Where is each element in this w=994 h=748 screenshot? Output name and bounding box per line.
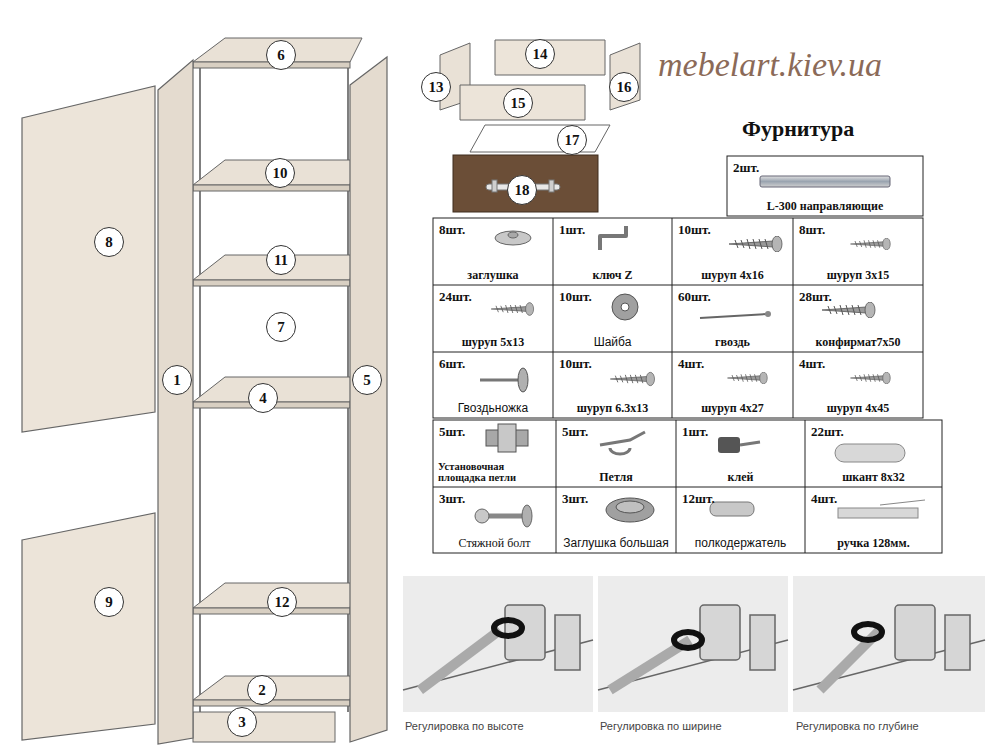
part-name: конфирмат7х50 bbox=[798, 336, 918, 349]
photo-caption: Регулировка по высоте bbox=[405, 720, 524, 732]
part-name: Стяжной болт bbox=[438, 537, 551, 550]
quantity: 10шт. bbox=[678, 222, 711, 238]
quantity: 8шт. bbox=[799, 222, 825, 238]
part-name: шуруп 5х13 bbox=[438, 336, 548, 349]
quantity: 8шт. bbox=[439, 222, 465, 238]
quantity: 4шт. bbox=[799, 356, 825, 372]
quantity: 3шт. bbox=[562, 491, 588, 507]
watermark: mebelart.kiev.ua bbox=[658, 46, 882, 84]
quantity: 60шт. bbox=[678, 289, 711, 305]
part-name: шуруп 4х27 bbox=[677, 402, 788, 415]
quantity: 10шт. bbox=[559, 356, 592, 372]
quantity: 3шт. bbox=[439, 491, 465, 507]
quantity: 4шт. bbox=[678, 356, 704, 372]
quantity: 12шт. bbox=[682, 491, 715, 507]
callout-number: 11 bbox=[266, 245, 296, 275]
callout-number: 4 bbox=[248, 383, 278, 413]
quantity: 10шт. bbox=[559, 289, 592, 305]
callout-number: 5 bbox=[352, 365, 382, 395]
callout-number: 2 bbox=[247, 675, 277, 705]
quantity: 1шт. bbox=[682, 424, 708, 440]
quantity: 2шт. bbox=[733, 160, 759, 176]
part-name: шкант 8х32 bbox=[810, 471, 937, 484]
callout-number: 14 bbox=[525, 39, 555, 69]
callout-number: 9 bbox=[94, 587, 124, 617]
part-name: ручка 128мм. bbox=[810, 537, 937, 550]
part-name: L-300 направляющие bbox=[732, 200, 918, 213]
part-name: Заглушка большая bbox=[561, 537, 671, 550]
callout-number: 13 bbox=[421, 72, 451, 102]
part-name: гвоздь bbox=[677, 336, 788, 349]
quantity: 22шт. bbox=[811, 424, 844, 440]
quantity: 5шт. bbox=[439, 424, 465, 440]
callout-number: 12 bbox=[267, 587, 297, 617]
part-name: полкодержатель bbox=[681, 537, 800, 550]
quantity: 28шт. bbox=[799, 289, 832, 305]
part-name: Шайба bbox=[558, 336, 667, 349]
quantity: 24шт. bbox=[439, 289, 472, 305]
callout-number: 8 bbox=[94, 227, 124, 257]
callout-number: 7 bbox=[266, 312, 296, 342]
part-name: ключ Z bbox=[558, 269, 667, 282]
quantity: 6шт. bbox=[439, 356, 465, 372]
callout-number: 17 bbox=[557, 125, 587, 155]
photo-caption: Регулировка по ширине bbox=[600, 720, 722, 732]
quantity: 1шт. bbox=[559, 222, 585, 238]
part-name: Гвоздьножка bbox=[438, 402, 548, 415]
callout-number: 3 bbox=[227, 707, 257, 737]
section-title: Фурнитура bbox=[742, 116, 854, 142]
part-name: шуруп 3х15 bbox=[798, 269, 918, 282]
part-name: шуруп 6.3х13 bbox=[558, 402, 667, 415]
part-name: заглушка bbox=[438, 269, 548, 282]
part-name: шуруп 4х16 bbox=[677, 269, 788, 282]
quantity: 4шт. bbox=[811, 491, 837, 507]
callout-number: 15 bbox=[503, 88, 533, 118]
callout-number: 10 bbox=[265, 158, 295, 188]
callout-number: 1 bbox=[162, 365, 192, 395]
part-name: шуруп 4х45 bbox=[798, 402, 918, 415]
callout-number: 16 bbox=[609, 72, 639, 102]
part-name: Петля bbox=[561, 471, 671, 484]
photo-caption: Регулировка по глубине bbox=[796, 720, 919, 732]
callout-number: 18 bbox=[507, 175, 537, 205]
part-name: клей bbox=[681, 471, 800, 484]
callout-number: 6 bbox=[266, 40, 296, 70]
quantity: 5шт. bbox=[562, 424, 588, 440]
part-name: Установочная площадка петли bbox=[438, 461, 551, 484]
